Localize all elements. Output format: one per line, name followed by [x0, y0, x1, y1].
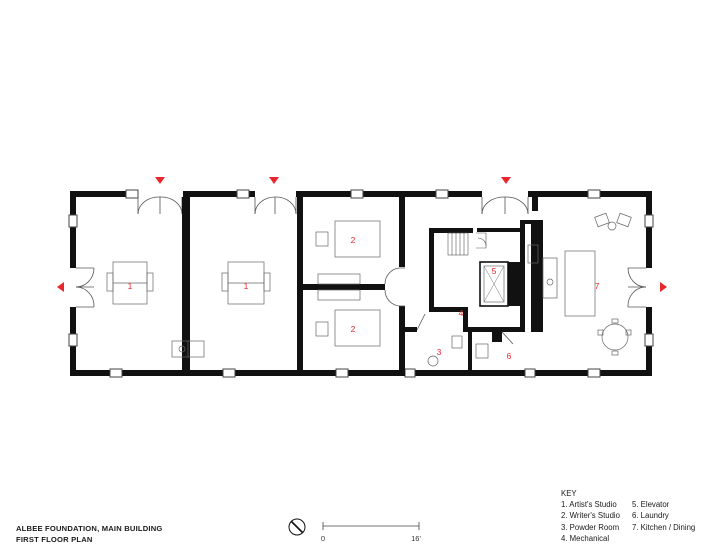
title-line-2: FIRST FLOOR PLAN: [16, 535, 93, 544]
room-label-elevator: 5: [492, 266, 497, 276]
key-item: 4. Mechanical: [561, 533, 610, 543]
room-label-writer-studio: 2: [351, 235, 356, 245]
key-item: 2. Writer's Studio: [561, 511, 620, 521]
furniture: [106, 212, 632, 367]
windows: [68, 189, 654, 378]
room-labels: 1 1 2 2 3 4 5 6 7: [128, 235, 600, 361]
key-legend: KEY 1. Artist's Studio 2. Writer's Studi…: [561, 488, 695, 544]
entry-marker-icon: [155, 177, 165, 184]
key-item: 1. Artist's Studio: [561, 500, 617, 510]
key-column-left: 1. Artist's Studio 2. Writer's Studio 3.…: [561, 499, 620, 544]
interior-walls: [182, 197, 543, 376]
room-label-mechanical: 4: [459, 308, 464, 318]
room-label-kitchen-dining: 7: [595, 281, 600, 291]
room-label-writer-studio: 2: [351, 324, 356, 334]
key-item: 5. Elevator: [631, 500, 670, 510]
room-label-artist-studio: 1: [244, 281, 249, 291]
scale-bar: [322, 522, 420, 530]
title-line-1: ALBEE FOUNDATION, MAIN BUILDING: [16, 524, 163, 533]
room-label-powder-room: 3: [437, 347, 442, 357]
entry-marker-icon: [57, 282, 64, 292]
exterior-doors: [75, 196, 647, 308]
key-item: 6. Laundry: [631, 511, 669, 521]
stair: [447, 232, 487, 256]
north-arrow-icon: [288, 518, 306, 536]
entry-marker-icon: [501, 177, 511, 184]
key-item: 7. Kitchen / Dining: [631, 522, 696, 532]
entry-markers: [57, 177, 667, 292]
room-label-artist-studio: 1: [128, 281, 133, 291]
key-heading: KEY: [561, 489, 577, 498]
room-label-laundry: 6: [507, 351, 512, 361]
elevator: [479, 261, 509, 307]
entry-marker-icon: [660, 282, 667, 292]
key-column-right: 5. Elevator 6. Laundry 7. Kitchen / Dini…: [632, 499, 695, 544]
scale-start-label: 0: [321, 534, 325, 543]
scale-end-label: 16': [411, 534, 421, 543]
drawing-title: ALBEE FOUNDATION, MAIN BUILDING FIRST FL…: [16, 523, 163, 545]
key-item: 3. Powder Room: [561, 522, 620, 532]
entry-marker-icon: [269, 177, 279, 184]
interior-doors: [384, 267, 514, 345]
